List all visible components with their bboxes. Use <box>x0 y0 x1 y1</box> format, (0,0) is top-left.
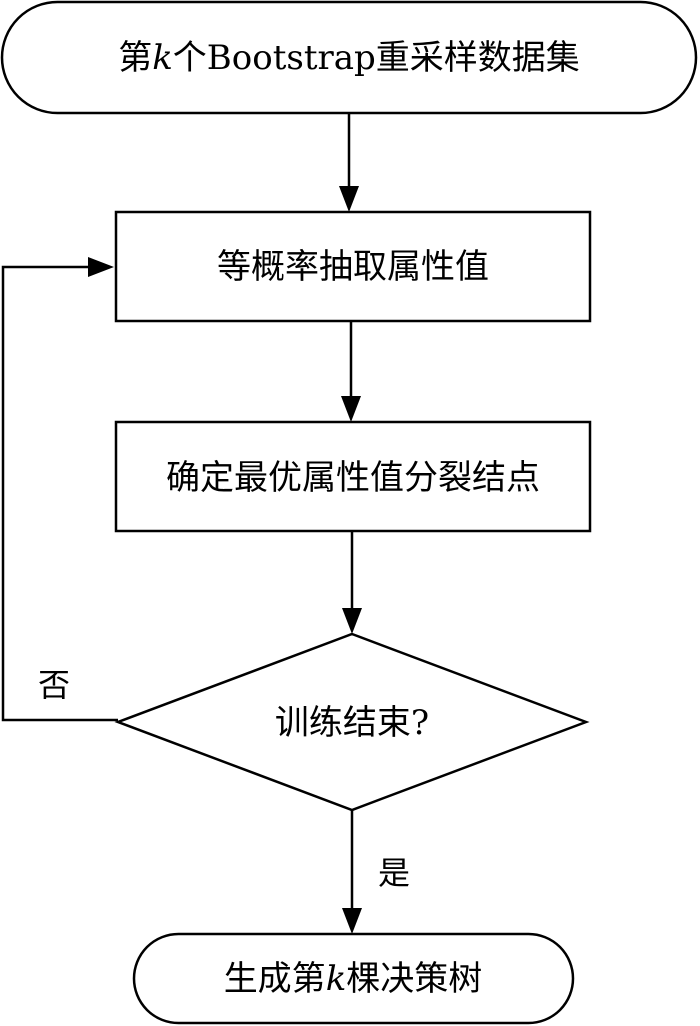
process-box-sample-attributes <box>114 210 592 323</box>
decision-label: 训练结束? <box>275 703 429 743</box>
edge-label-no: 否 <box>38 666 70 704</box>
loop-back-edge-no <box>1 265 118 722</box>
process-label-sample-attributes: 等概率抽取属性值 <box>217 247 489 287</box>
process-node-sample-attributes: 等概率抽取属性值 <box>114 210 592 323</box>
decision-node-training-done: 训练结束? <box>114 632 590 812</box>
arrowhead-loop-back-to-step1 <box>88 257 114 277</box>
start-terminator-label: 第k个Bootstrap重采样数据集 <box>118 38 580 78</box>
edge-label-yes: 是 <box>378 854 410 892</box>
arrowhead-step1-to-step2 <box>341 396 361 422</box>
arrowhead-step2-to-decision <box>342 608 362 634</box>
arrowhead-start-to-step1 <box>339 186 359 212</box>
end-terminator-shape <box>132 932 575 1025</box>
end-terminator-label: 生成第k棵决策树 <box>224 959 483 999</box>
start-terminator-node: 第k个Bootstrap重采样数据集 <box>0 0 698 115</box>
process-node-best-split: 确定最优属性值分裂结点 <box>114 420 592 533</box>
arrowhead-decision-to-end <box>342 908 362 934</box>
end-terminator-node: 生成第k棵决策树 <box>132 932 575 1025</box>
process-label-best-split: 确定最优属性值分裂结点 <box>166 458 540 498</box>
